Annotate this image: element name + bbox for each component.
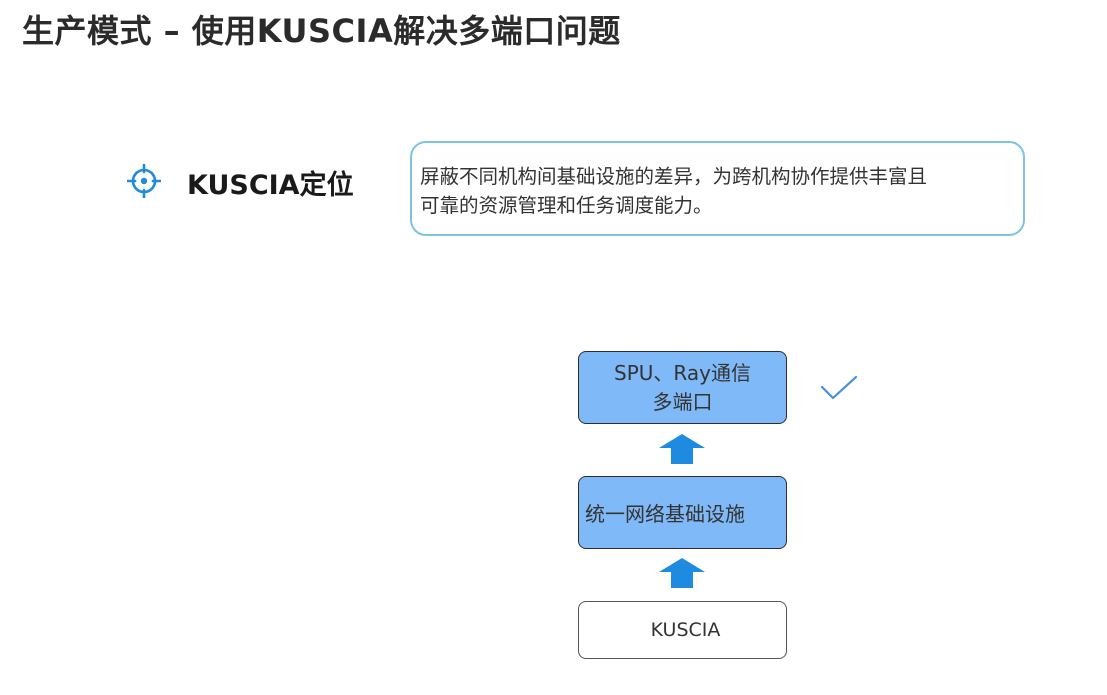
up-arrow-icon — [659, 558, 705, 588]
layer-unified-network: 统一网络基础设施 — [578, 476, 787, 549]
layer-kuscia: KUSCIA — [578, 601, 787, 659]
layer-top-line-2: 多端口 — [652, 389, 713, 414]
slide-title: 生产模式 – 使用KUSCIA解决多端口问题 — [22, 12, 621, 50]
layer-middle-label: 统一网络基础设施 — [585, 502, 745, 526]
layer-spu-ray-multiport: SPU、Ray通信 多端口 — [578, 351, 787, 424]
checkmark-icon — [820, 375, 858, 400]
description-line-2: 可靠的资源管理和任务调度能力。 — [420, 194, 713, 217]
description-line-1: 屏蔽不同机构间基础设施的差异，为跨机构协作提供丰富且 — [420, 165, 928, 188]
layer-bottom-label: KUSCIA — [650, 619, 721, 641]
description-box: 屏蔽不同机构间基础设施的差异，为跨机构协作提供丰富且 可靠的资源管理和任务调度能… — [410, 141, 1025, 236]
section-label: KUSCIA定位 — [187, 170, 354, 201]
crosshair-target-icon — [127, 164, 161, 198]
layer-top-line-1: SPU、Ray通信 — [614, 360, 751, 385]
up-arrow-icon — [659, 434, 705, 464]
